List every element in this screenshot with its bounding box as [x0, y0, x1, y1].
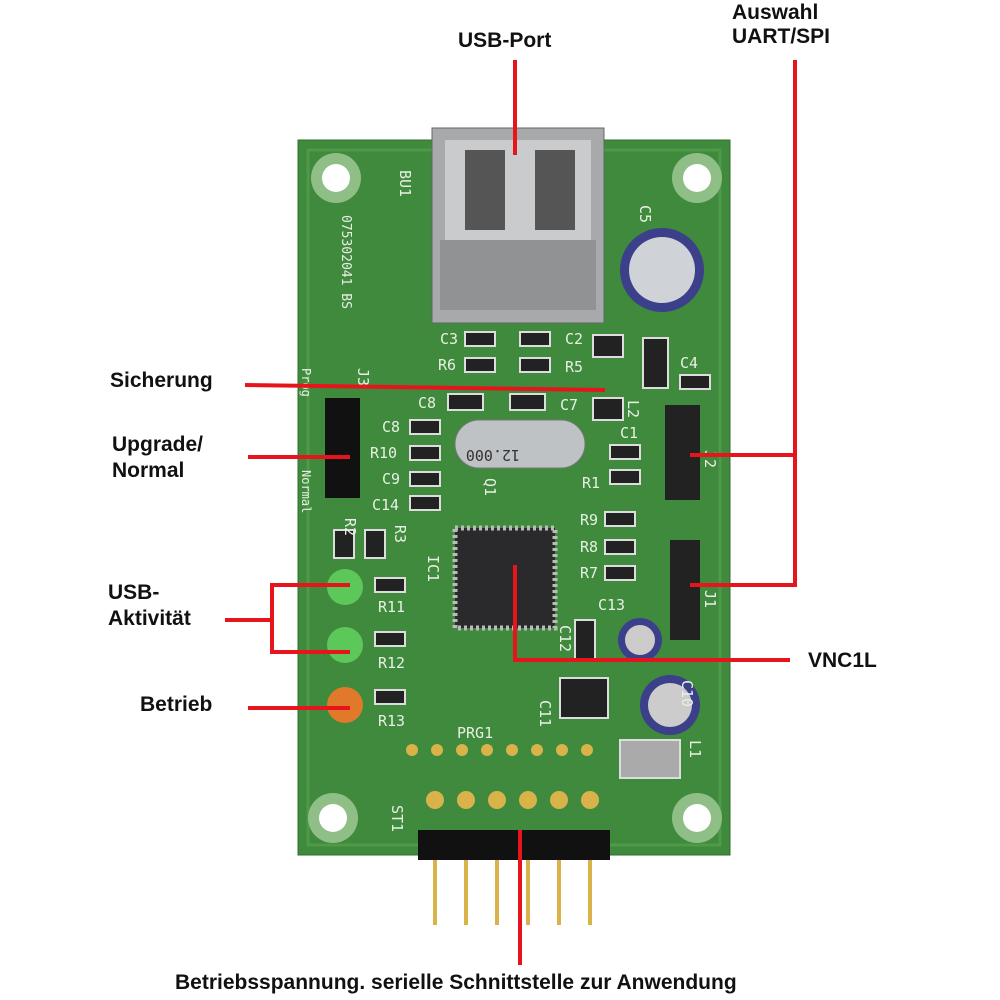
ic-vnc1l-chip [452, 525, 558, 631]
label-auswahl-line1: Auswahl [732, 1, 819, 24]
silk-c8a: C8 [418, 394, 436, 412]
silk-crystal: 12.000 [466, 446, 520, 464]
silk-r7: R7 [580, 564, 598, 582]
st1-pin-header [418, 791, 610, 925]
label-usb-aktivitaet-line2: Aktivität [108, 607, 191, 630]
silk-c11: C11 [536, 700, 554, 727]
silkscreen-labels: BU1 C5 075302041 BS C3 C2 R6 R5 C4 C8 C7… [299, 170, 719, 832]
jumper-j1 [670, 540, 700, 640]
silk-r5: R5 [565, 358, 583, 376]
silk-l2: L2 [624, 400, 642, 418]
silk-r9: R9 [580, 511, 598, 529]
silk-r1: R1 [582, 474, 600, 492]
silk-prg1: PRG1 [457, 724, 493, 742]
led-d2 [327, 627, 363, 663]
silk-j3: J3 [354, 368, 372, 386]
silk-j2: J2 [701, 450, 719, 468]
silk-board-id: 075302041 BS [338, 215, 353, 309]
silk-c3: C3 [440, 330, 458, 348]
leader-usb-aktivitaet [225, 583, 350, 654]
silk-c5: C5 [636, 205, 654, 223]
label-betrieb: Betrieb [140, 693, 213, 716]
label-upgrade-line2: Normal [112, 459, 185, 482]
label-usb-port: USB-Port [458, 29, 552, 52]
leader-vnc1l [513, 565, 790, 662]
silk-l1: L1 [686, 740, 704, 758]
silk-r11: R11 [378, 598, 405, 616]
silk-c9: C9 [382, 470, 400, 488]
silk-q1: Q1 [481, 478, 499, 496]
prg1-pads [406, 744, 593, 756]
label-sicherung: Sicherung [110, 369, 213, 392]
usb-port-connector [431, 127, 605, 324]
silk-normal: Normal [299, 470, 313, 513]
leader-lines [225, 60, 797, 965]
leader-auswahl [690, 60, 797, 587]
smd-components [333, 331, 711, 779]
silk-prog: Prog [299, 368, 313, 397]
silk-c10: C10 [678, 680, 696, 707]
crystal-q1 [454, 419, 586, 469]
led-d3 [327, 687, 363, 723]
silk-c14: C14 [372, 496, 399, 514]
silk-j1: J1 [701, 590, 719, 608]
label-auswahl-line2: UART/SPI [732, 25, 831, 48]
silk-c12: C12 [556, 625, 574, 652]
silk-st1: ST1 [388, 805, 406, 832]
label-vnc1l: VNC1L [808, 649, 877, 672]
silk-r12: R12 [378, 654, 405, 672]
jumper-j3 [325, 398, 360, 498]
silk-r10: R10 [370, 444, 397, 462]
label-upgrade-line1: Upgrade/ [112, 433, 204, 456]
silk-r6: R6 [438, 356, 456, 374]
silk-c1: C1 [620, 424, 638, 442]
silk-ic1: IC1 [424, 555, 442, 582]
mounting-holes [308, 153, 722, 843]
silk-c2: C2 [565, 330, 583, 348]
silk-c4: C4 [680, 354, 698, 372]
silk-c8: C8 [382, 418, 400, 436]
silk-r8: R8 [580, 538, 598, 556]
jumper-j2 [665, 405, 700, 500]
silk-r3: R3 [391, 525, 409, 543]
leader-sicherung [244, 383, 606, 392]
label-bottom: Betriebsspannung. serielle Schnittstelle… [175, 971, 737, 994]
silk-c13: C13 [598, 596, 625, 614]
silk-r2: R2 [341, 518, 359, 536]
silk-r13: R13 [378, 712, 405, 730]
label-usb-aktivitaet-line1: USB- [108, 581, 160, 604]
silk-c7: C7 [560, 396, 578, 414]
silk-bu1: BU1 [396, 170, 414, 197]
